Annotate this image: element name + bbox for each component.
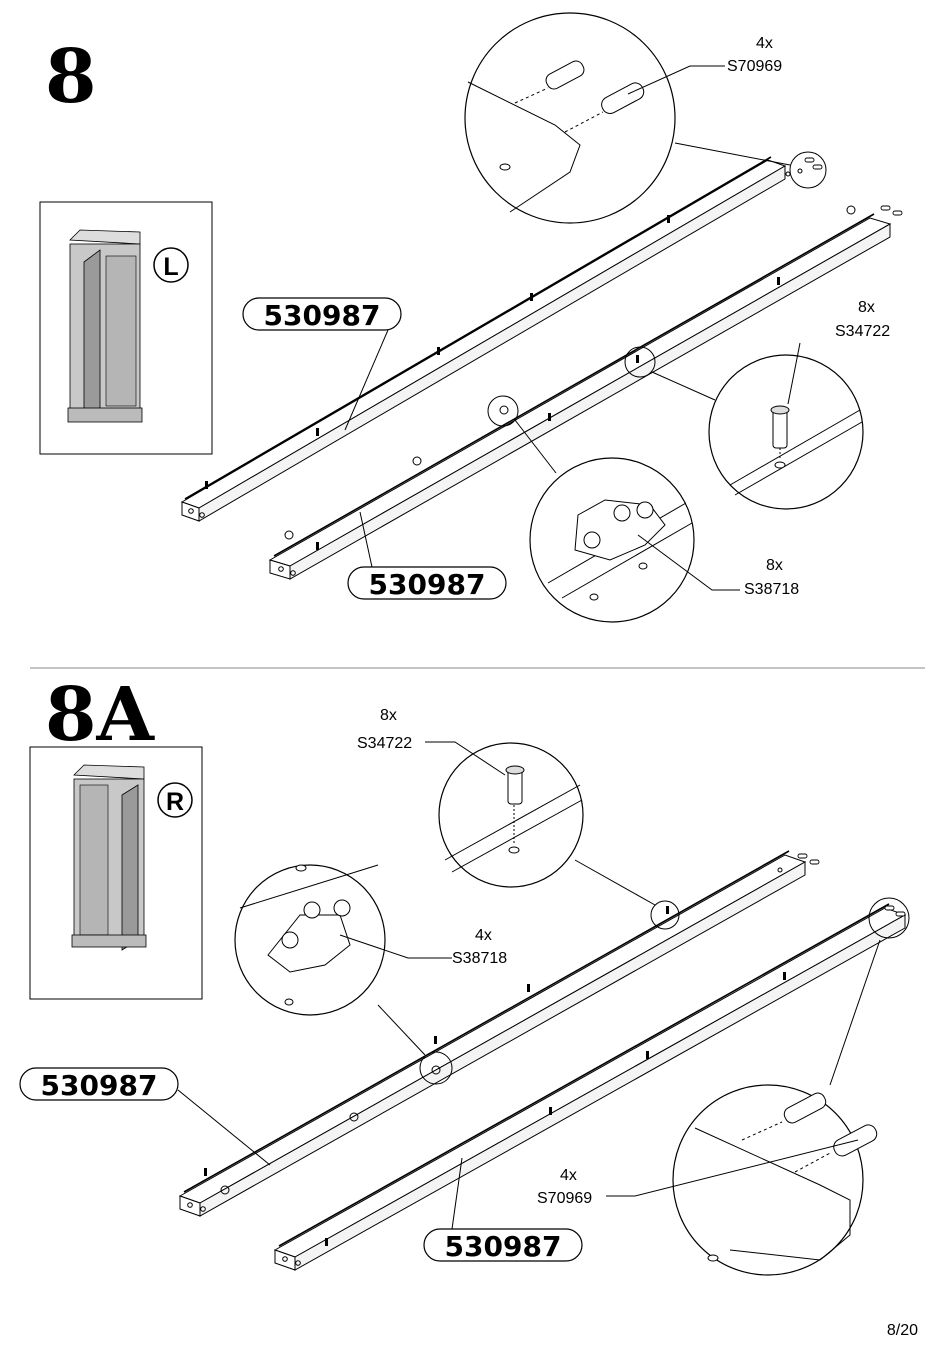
cam-bolt-marks — [204, 906, 786, 1246]
cam-bolt-qty: 8x — [380, 707, 397, 724]
dowel-qty: 4x — [560, 1167, 577, 1184]
part-number: 530987 — [264, 299, 381, 332]
dowel-code: S70969 — [537, 1190, 592, 1207]
hinge-code: S38718 — [744, 581, 799, 598]
hinge-qty: 4x — [475, 927, 492, 944]
hinge-marks — [220, 867, 783, 1195]
side-badge-label: L — [163, 253, 178, 281]
detail-circle-cam-bolt — [624, 342, 864, 510]
dowel-marks — [804, 157, 903, 216]
rail-panel — [273, 903, 907, 1271]
part-label-pill — [242, 297, 402, 331]
hinge-code: S38718 — [452, 950, 507, 967]
rail-panel — [178, 850, 807, 1217]
detail-circle-dowels — [606, 897, 910, 1276]
part-label-pill — [423, 1228, 583, 1262]
part-label-pill — [19, 1067, 179, 1101]
side-badge-circle — [153, 247, 189, 283]
step-number: 8 — [45, 34, 97, 120]
part-number: 530987 — [445, 1230, 562, 1263]
cabinet-thumbnail-left: L — [39, 201, 213, 455]
cam-bolt-qty: 8x — [858, 299, 875, 316]
cabinet-thumbnail-right: R — [29, 746, 203, 1000]
dowel-qty: 4x — [756, 35, 773, 52]
dowel-marks — [797, 853, 906, 917]
detail-circle-cam-bolt — [425, 741, 680, 930]
side-badge-label: R — [166, 788, 184, 816]
detail-circle-hinge — [234, 864, 453, 1085]
detail-circle-hinge — [487, 395, 740, 623]
part-label-pill — [347, 566, 507, 600]
page-number: 8/20 — [887, 1322, 918, 1339]
dowel-code: S70969 — [727, 58, 782, 75]
rail-panel — [180, 156, 787, 522]
part-number: 530987 — [369, 568, 486, 601]
rail-panel — [268, 213, 892, 580]
step-8a: 8A R — [19, 672, 910, 1276]
step-8: 8 L — [39, 12, 903, 623]
cam-bolt-marks — [205, 215, 780, 550]
part-number: 530987 — [41, 1069, 158, 1102]
hinge-qty: 8x — [766, 557, 783, 574]
cam-bolt-code: S34722 — [357, 735, 412, 752]
step-number: 8A — [45, 672, 155, 758]
side-badge-circle — [157, 782, 193, 818]
cam-bolt-code: S34722 — [835, 323, 890, 340]
detail-circle-dowels — [464, 12, 827, 224]
